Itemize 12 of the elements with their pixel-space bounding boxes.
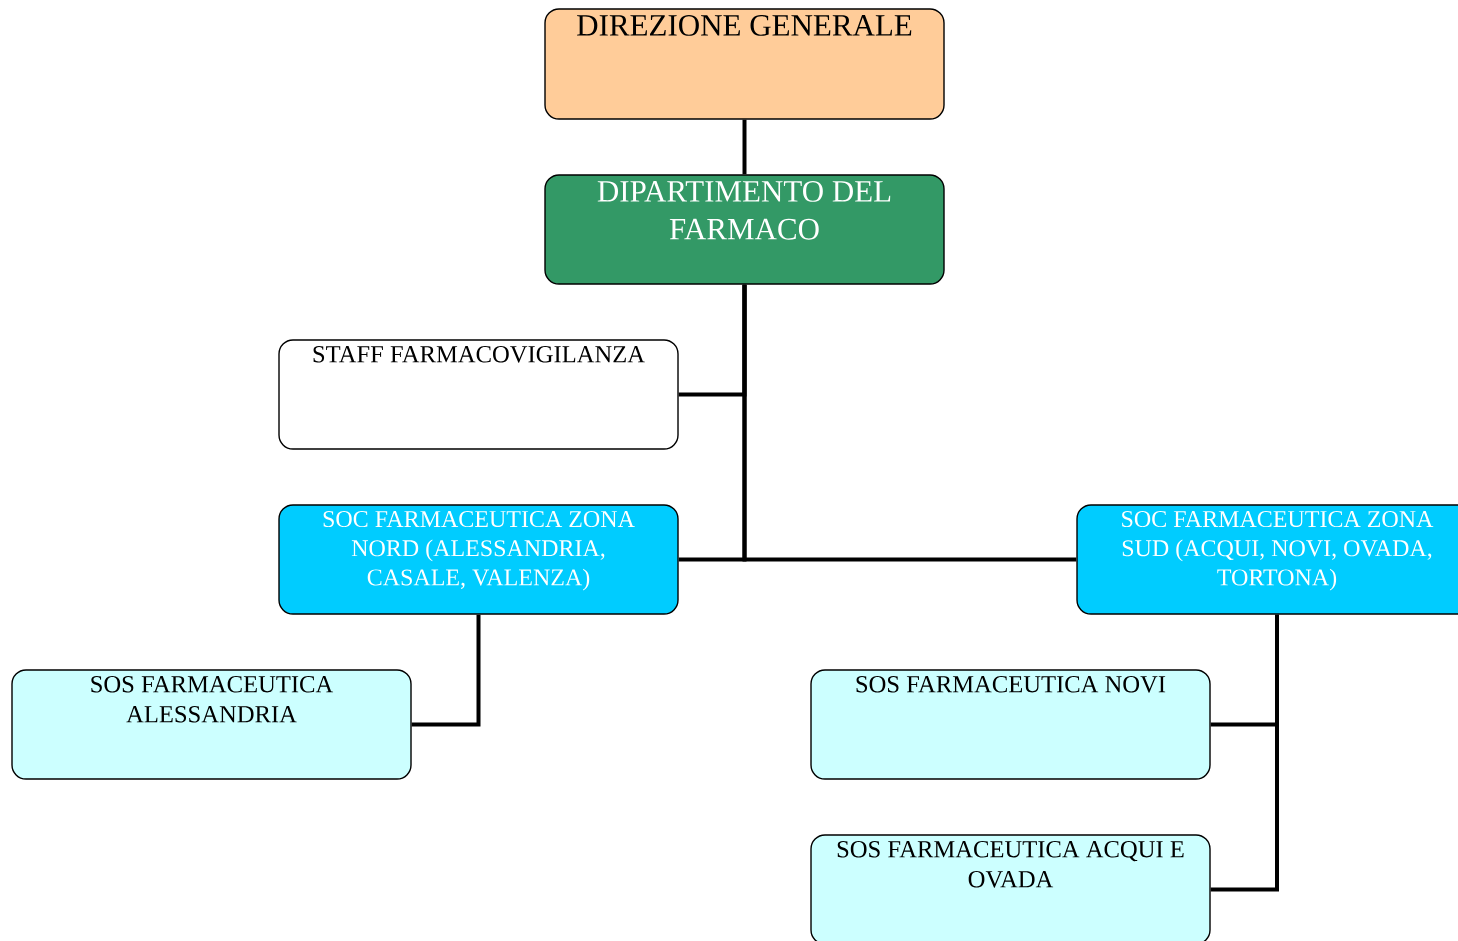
- staff-box: STAFF FARMACOVIGILANZA: [278, 339, 679, 450]
- unit-box: SOC FARMACEUTICA ZONA NORD (ALESSANDRIA, CASALE, VALENZA): [278, 504, 679, 615]
- unit-box: SOC FARMACEUTICA ZONA SUD (ACQUI, NOVI, OVADA, TORTONA): [1076, 504, 1458, 615]
- connector-line: [742, 119, 747, 175]
- connector-line: [411, 614, 481, 727]
- subunit-box: SOS FARMACEUTICA ACQUI E OVADA: [810, 834, 1211, 941]
- connector-line: [1210, 614, 1279, 892]
- department-box: DIPARTIMENTO DEL FARMACO: [544, 174, 945, 285]
- management-box: DIREZIONE GENERALE: [544, 8, 945, 120]
- subunit-box: SOS FARMACEUTICA ALESSANDRIA: [11, 669, 412, 780]
- subunit-box: SOS FARMACEUTICA NOVI: [810, 669, 1211, 780]
- connector-line: [742, 284, 1077, 562]
